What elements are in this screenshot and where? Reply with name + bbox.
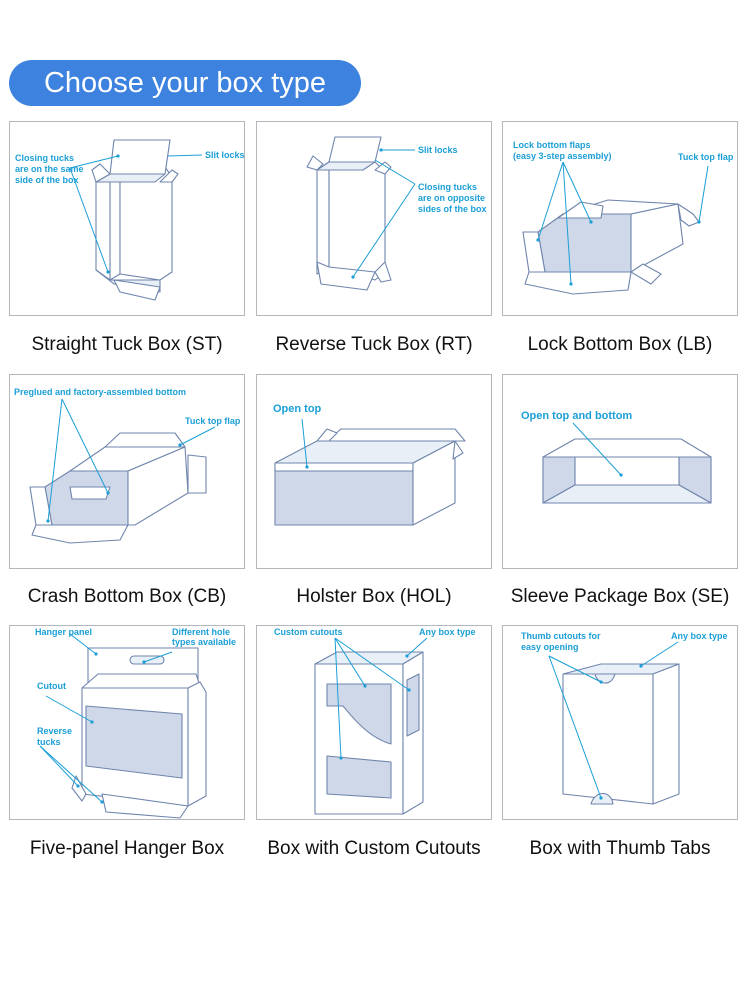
page-title-banner: Choose your box type bbox=[9, 60, 361, 106]
annotation-slit-locks: Slit locks bbox=[205, 150, 245, 160]
annotation-same-side-2: side of the box bbox=[15, 175, 79, 185]
box-type-card-holster[interactable]: Open top bbox=[256, 374, 492, 569]
annotation-cutout: Cutout bbox=[37, 681, 66, 691]
crash-bottom-box-illustration: Preglued and factory-assembled bottom Tu… bbox=[14, 387, 241, 544]
annotation-tuck-top-flap: Tuck top flap bbox=[678, 152, 734, 162]
box-type-card-lock-bottom[interactable]: Lock bottom flaps (easy 3-step assembly)… bbox=[502, 121, 738, 316]
thumb-tabs-box-illustration: Thumb cutouts for easy opening Any box t… bbox=[521, 631, 728, 805]
caption-sleeve: Sleeve Package Box (SE) bbox=[510, 586, 730, 607]
reverse-tuck-box-illustration: Slit locks Closing tucks are on opposite… bbox=[306, 136, 487, 291]
annotation-slit-locks: Slit locks bbox=[418, 145, 458, 155]
annotation-preglued-bottom: Preglued and factory-assembled bottom bbox=[14, 387, 186, 397]
annotation-opposite-sides-2: sides of the box bbox=[418, 204, 487, 214]
caption-holster: Holster Box (HOL) bbox=[296, 586, 452, 607]
annotation-tucks: tucks bbox=[37, 737, 61, 747]
caption-crash-bottom: Crash Bottom Box (CB) bbox=[27, 586, 227, 607]
sleeve-box-illustration: Open top and bottom bbox=[521, 410, 712, 504]
caption-straight-tuck: Straight Tuck Box (ST) bbox=[31, 334, 223, 355]
annotation-open-top: Open top bbox=[273, 403, 322, 415]
box-type-card-straight-tuck[interactable]: Closing tucks are on the same side of th… bbox=[9, 121, 245, 316]
custom-cutouts-box-illustration: Custom cutouts Any box type bbox=[274, 627, 476, 815]
annotation-hole-types-1: Different hole bbox=[172, 627, 230, 637]
annotation-closing-tucks: Closing tucks bbox=[15, 153, 74, 163]
caption-hanger: Five-panel Hanger Box bbox=[29, 838, 225, 859]
annotation-closing-tucks: Closing tucks bbox=[418, 182, 477, 192]
annotation-open-top-bottom: Open top and bottom bbox=[521, 410, 632, 422]
hanger-box-illustration: Hanger panel Different hole types availa… bbox=[35, 627, 236, 819]
annotation-thumb-cutouts: Thumb cutouts for bbox=[521, 631, 601, 641]
annotation-reverse: Reverse bbox=[37, 726, 72, 736]
annotation-opposite-sides-1: are on opposite bbox=[418, 193, 485, 203]
annotation-lock-bottom-flaps: Lock bottom flaps bbox=[513, 140, 591, 150]
box-type-card-thumb-tabs[interactable]: Thumb cutouts for easy opening Any box t… bbox=[502, 625, 738, 820]
box-type-card-reverse-tuck[interactable]: Slit locks Closing tucks are on opposite… bbox=[256, 121, 492, 316]
caption-custom-cutouts: Box with Custom Cutouts bbox=[267, 838, 481, 859]
caption-thumb-tabs: Box with Thumb Tabs bbox=[529, 838, 711, 859]
box-type-card-crash-bottom[interactable]: Preglued and factory-assembled bottom Tu… bbox=[9, 374, 245, 569]
caption-lock-bottom: Lock Bottom Box (LB) bbox=[527, 334, 713, 355]
box-type-card-hanger[interactable]: Hanger panel Different hole types availa… bbox=[9, 625, 245, 820]
annotation-easy-assembly: (easy 3-step assembly) bbox=[513, 151, 612, 161]
caption-reverse-tuck: Reverse Tuck Box (RT) bbox=[275, 334, 473, 355]
annotation-custom-cutouts: Custom cutouts bbox=[274, 627, 343, 637]
holster-box-illustration: Open top bbox=[273, 403, 466, 526]
box-type-card-sleeve[interactable]: Open top and bottom bbox=[502, 374, 738, 569]
straight-tuck-box-illustration: Closing tucks are on the same side of th… bbox=[15, 139, 245, 301]
box-type-card-custom-cutouts[interactable]: Custom cutouts Any box type bbox=[256, 625, 492, 820]
annotation-hole-types-2: types available bbox=[172, 637, 236, 647]
annotation-same-side-1: are on the same bbox=[15, 164, 84, 174]
annotation-hanger-panel: Hanger panel bbox=[35, 627, 92, 637]
lock-bottom-box-illustration: Lock bottom flaps (easy 3-step assembly)… bbox=[513, 140, 734, 295]
page-title: Choose your box type bbox=[43, 66, 327, 99]
annotation-any-box-type: Any box type bbox=[671, 631, 728, 641]
annotation-any-box-type: Any box type bbox=[419, 627, 476, 637]
annotation-tuck-top-flap: Tuck top flap bbox=[185, 416, 241, 426]
annotation-easy-opening: easy opening bbox=[521, 642, 579, 652]
